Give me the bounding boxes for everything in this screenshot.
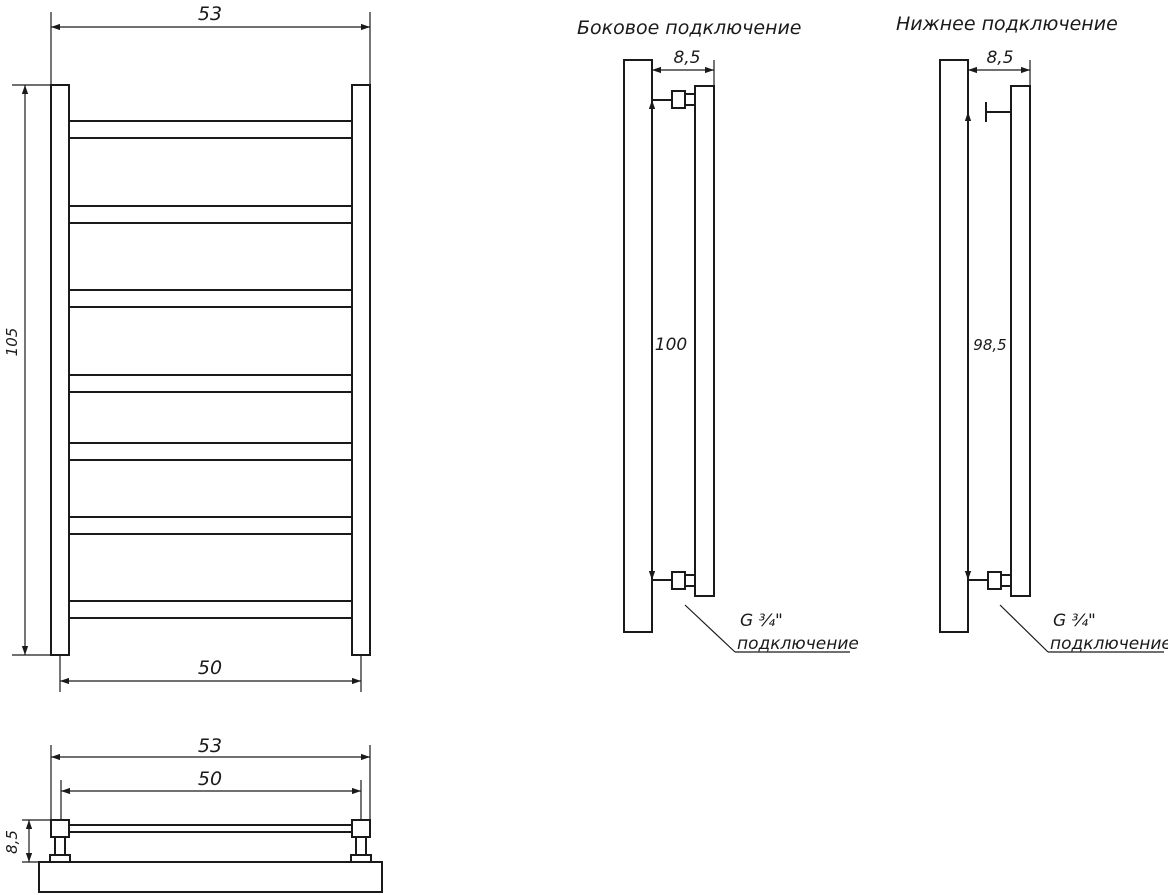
leader-line	[999, 604, 1049, 653]
side-connection-title: Боковое подключение	[577, 17, 801, 39]
side-thread-label: G ¾"	[740, 611, 783, 631]
bottom-offset-label: 8,5	[986, 48, 1013, 68]
front-inner-width-label: 50	[198, 657, 222, 679]
wall	[623, 59, 653, 633]
front-width-label: 53	[198, 3, 222, 25]
right-post	[351, 819, 371, 838]
left-upright	[50, 84, 70, 656]
bottom-connection-label: подключение	[1050, 634, 1168, 654]
wall	[939, 59, 969, 633]
crossbar	[68, 289, 353, 308]
upright-profile	[694, 85, 715, 597]
crossbar	[68, 374, 353, 393]
fitting	[355, 836, 367, 856]
bottom-connection-view: Нижнее подключение 8,5 98,5 G ¾" подключ…	[896, 13, 1168, 654]
connector	[671, 90, 686, 109]
fitting-nut	[350, 854, 372, 863]
crossbar	[68, 516, 353, 535]
crossbar	[68, 205, 353, 224]
crossbar	[68, 600, 353, 619]
top-crossbar	[68, 824, 353, 833]
connector-nut	[684, 574, 696, 587]
side-offset-label: 8,5	[673, 48, 700, 68]
top-width-label: 53	[198, 735, 222, 757]
fitting-nut	[49, 854, 71, 863]
connector	[671, 571, 686, 590]
right-upright	[351, 84, 371, 656]
crossbar	[68, 120, 353, 139]
connector-nut	[1000, 574, 1012, 587]
front-height-label: 105	[3, 328, 21, 357]
side-center-distance-label: 100	[655, 335, 687, 355]
side-connection-view: Боковое подключение 8,5 100 G ¾" подключ…	[577, 17, 859, 654]
connector	[987, 571, 1002, 590]
wall-block	[38, 861, 383, 893]
bottom-connection-title: Нижнее подключение	[896, 13, 1118, 35]
top-inner-width-label: 50	[198, 768, 222, 790]
upright-profile	[1010, 85, 1031, 597]
side-connection-label: подключение	[737, 634, 859, 654]
top-view: 53 50 8,5	[3, 735, 383, 893]
front-view: 53 105 50	[3, 3, 371, 692]
bottom-thread-label: G ¾"	[1053, 611, 1096, 631]
top-depth-label: 8,5	[3, 830, 21, 854]
leader-line	[684, 604, 736, 653]
crossbar	[68, 442, 353, 461]
left-post	[50, 819, 70, 838]
bottom-center-distance-label: 98,5	[973, 336, 1006, 354]
connector-nut	[684, 93, 696, 106]
fitting	[54, 836, 66, 856]
